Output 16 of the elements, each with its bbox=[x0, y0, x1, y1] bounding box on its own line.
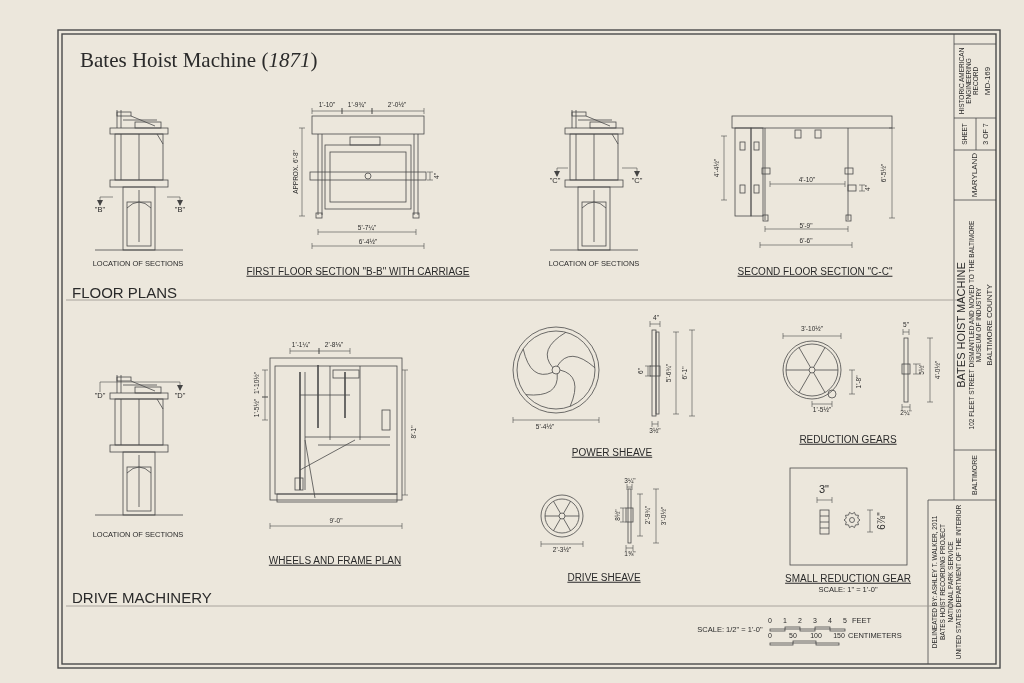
drawing-caption: SECOND FLOOR SECTION "C-C" bbox=[737, 266, 893, 278]
drawing-caption: DRIVE SHEAVE bbox=[567, 572, 641, 584]
drawing-caption: REDUCTION GEARS bbox=[799, 434, 897, 446]
drawing-caption: WHEELS AND FRAME PLAN bbox=[268, 555, 402, 567]
drawing-caption: SMALL REDUCTION GEAR bbox=[785, 573, 911, 585]
section-heading: FLOOR PLANS bbox=[72, 285, 178, 301]
sheet-title: Bates Hoist Machine (1871) bbox=[80, 48, 318, 73]
dimension-text: 6⅞" bbox=[876, 512, 888, 530]
section-heading: DRIVE MACHINERY bbox=[72, 590, 212, 606]
dimension-text: 3" bbox=[819, 484, 829, 496]
title-block-text: MD-169 bbox=[983, 66, 993, 96]
drawing-caption: POWER SHEAVE bbox=[571, 447, 653, 459]
title-block-text: BALTIMORE COUNTY bbox=[985, 284, 995, 366]
title-block-text: BATES HOIST MACHINE bbox=[956, 262, 968, 388]
drawing-caption: FIRST FLOOR SECTION "B-B" WITH CARRIAGE bbox=[246, 266, 470, 278]
title-block-text: MARYLAND bbox=[970, 152, 980, 198]
